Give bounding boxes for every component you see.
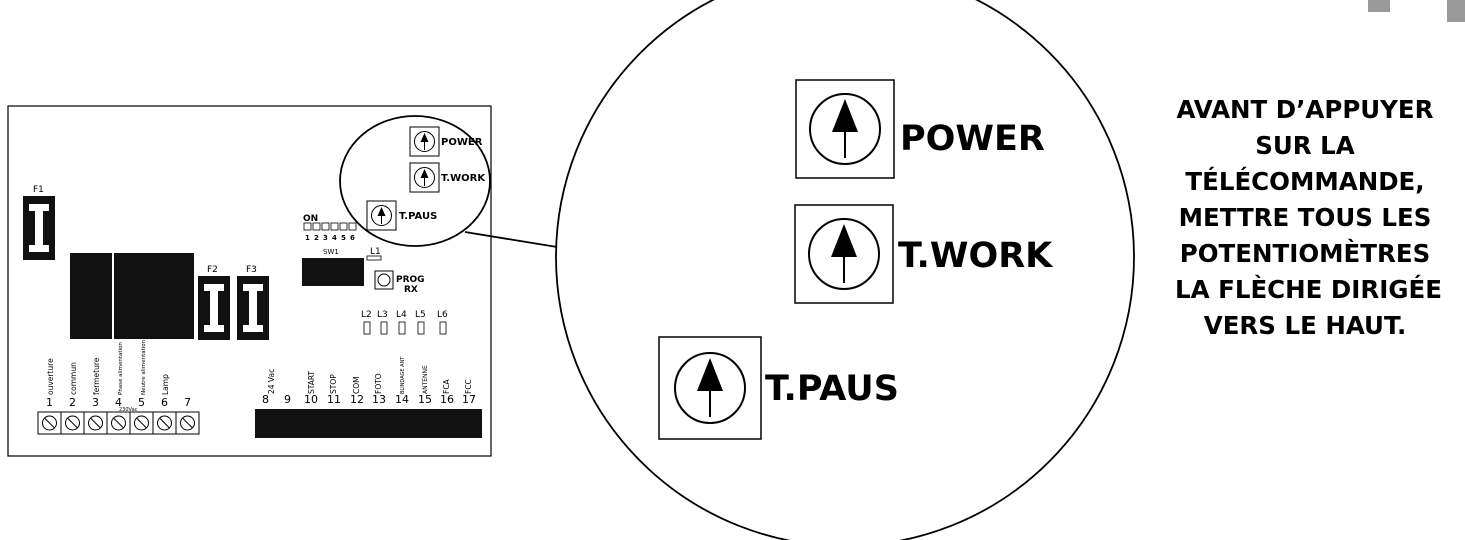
terminal-label: COM (352, 376, 361, 394)
terminal-label: ouverture (46, 358, 55, 395)
terminal-label: fermeture (92, 357, 101, 395)
zoom-pot-power-label: POWER (900, 119, 1045, 159)
terminal-number: 4 (115, 396, 122, 409)
pot-twork-large: T.WORK (794, 204, 1054, 304)
dip-num: 1 (305, 234, 310, 242)
rx-label: RX (404, 285, 418, 295)
led (439, 321, 447, 335)
terminal-label: 24 Vac (267, 369, 276, 394)
dip-num: 4 (332, 234, 337, 242)
terminal-label: FCC (464, 379, 473, 394)
led-label: L5 (415, 310, 426, 320)
terminal-number: 2 (69, 396, 76, 409)
terminal-number: 13 (372, 393, 386, 406)
terminal-number: 1 (46, 396, 53, 409)
terminal-label: START (307, 370, 316, 394)
terminal-number: 9 (284, 393, 291, 406)
terminal-number: 6 (161, 396, 168, 409)
pot-tpaus-small: T.PAUS (366, 200, 437, 231)
terminal-label: Lamp (161, 374, 170, 395)
terminal-number: 16 (440, 393, 454, 406)
led (380, 321, 388, 335)
dip-num: 5 (341, 234, 346, 242)
pot-power-large: POWER (795, 79, 1045, 179)
led-l1-label: L1 (370, 247, 381, 257)
relay-block-left (70, 253, 112, 339)
dip-on-label: ON (303, 214, 318, 224)
terminal-strip-right (255, 409, 482, 438)
led (363, 321, 371, 335)
terminal-label: FCA (442, 378, 451, 394)
terminal-number: 8 (262, 393, 269, 406)
terminal-voltage-label: 230Vac (119, 407, 138, 413)
terminal-label: Phase alimentation (118, 342, 124, 395)
prog-rx-button (374, 270, 394, 290)
led-group: L2 L3 L4 L5 L6 (361, 310, 448, 335)
terminal-label: FOTO (374, 373, 383, 394)
terminal-number: 17 (462, 393, 476, 406)
terminal-label: Neutre alimentation (141, 339, 147, 395)
highlight-ellipse (339, 115, 491, 247)
dip-name-label: SW1 (323, 248, 339, 256)
terminal-number: 11 (327, 393, 341, 406)
dip-num: 2 (314, 234, 319, 242)
pot-power-label: POWER (441, 137, 483, 148)
instruction-line: POTENTIOMÈTRES (1179, 239, 1431, 268)
prog-label: PROG (396, 275, 425, 285)
led-label: L4 (396, 310, 407, 320)
terminal-block-right: 24 Vac START STOP COM FOTO BLINDAGE ANT … (255, 356, 482, 438)
dip-num: 6 (350, 234, 355, 242)
fuse-f3-label: F3 (246, 265, 257, 275)
led-label: L6 (437, 310, 448, 320)
terminal-number: 3 (92, 396, 99, 409)
dip-num: 3 (323, 234, 328, 242)
terminal-number: 12 (350, 393, 364, 406)
receiver-module (302, 258, 364, 286)
terminal-number: 15 (418, 393, 432, 406)
terminal-block-left: ouverture commun fermeture Phase aliment… (37, 339, 200, 435)
zoom-pot-twork-label: T.WORK (898, 236, 1054, 276)
pot-power-small: POWER (409, 126, 483, 157)
control-board (7, 105, 492, 457)
instruction-line: SUR LA (1255, 131, 1355, 160)
fuse-f2-label: F2 (207, 265, 218, 275)
instruction-line: TÉLÉCOMMANDE, (1185, 167, 1425, 196)
led-label: L2 (361, 310, 372, 320)
terminal-number: 10 (304, 393, 318, 406)
pot-twork-label: T.WORK (441, 173, 486, 184)
corner-mark-left (1368, 0, 1390, 12)
terminal-number: 14 (395, 393, 409, 406)
terminal-label: STOP (329, 374, 338, 394)
terminal-number: 5 (138, 396, 145, 409)
relay-block-right (114, 253, 194, 339)
pot-twork-small: T.WORK (409, 162, 486, 193)
corner-mark-right (1447, 0, 1465, 22)
fuse-f1-label: F1 (33, 185, 44, 195)
pot-tpaus-label: T.PAUS (399, 211, 437, 222)
terminal-number: 7 (184, 396, 191, 409)
zoom-pot-tpaus-label: T.PAUS (765, 369, 899, 409)
pot-tpaus-large: T.PAUS (658, 336, 899, 440)
instruction-line: METTRE TOUS LES (1178, 203, 1432, 232)
terminal-label: commun (69, 362, 78, 395)
led (417, 321, 425, 335)
dip-switch-sw1: ON 1 2 3 4 5 6 SW1 (303, 214, 357, 256)
led-l1 (366, 255, 382, 261)
led (398, 321, 406, 335)
instruction-line: AVANT D’APPUYER (1176, 95, 1434, 124)
instruction-line: VERS LE HAUT. (1203, 311, 1407, 340)
instruction-text: AVANT D’APPUYER SUR LA TÉLÉCOMMANDE, MET… (1175, 92, 1442, 344)
instruction-line: LA FLÈCHE DIRIGÉE (1175, 275, 1442, 304)
led-label: L3 (377, 310, 388, 320)
zoom-circle (555, 0, 1135, 540)
terminal-label: ANTENNE (422, 365, 429, 394)
zoom-leader-line (464, 231, 558, 248)
terminal-label: BLINDAGE ANT (400, 356, 406, 394)
